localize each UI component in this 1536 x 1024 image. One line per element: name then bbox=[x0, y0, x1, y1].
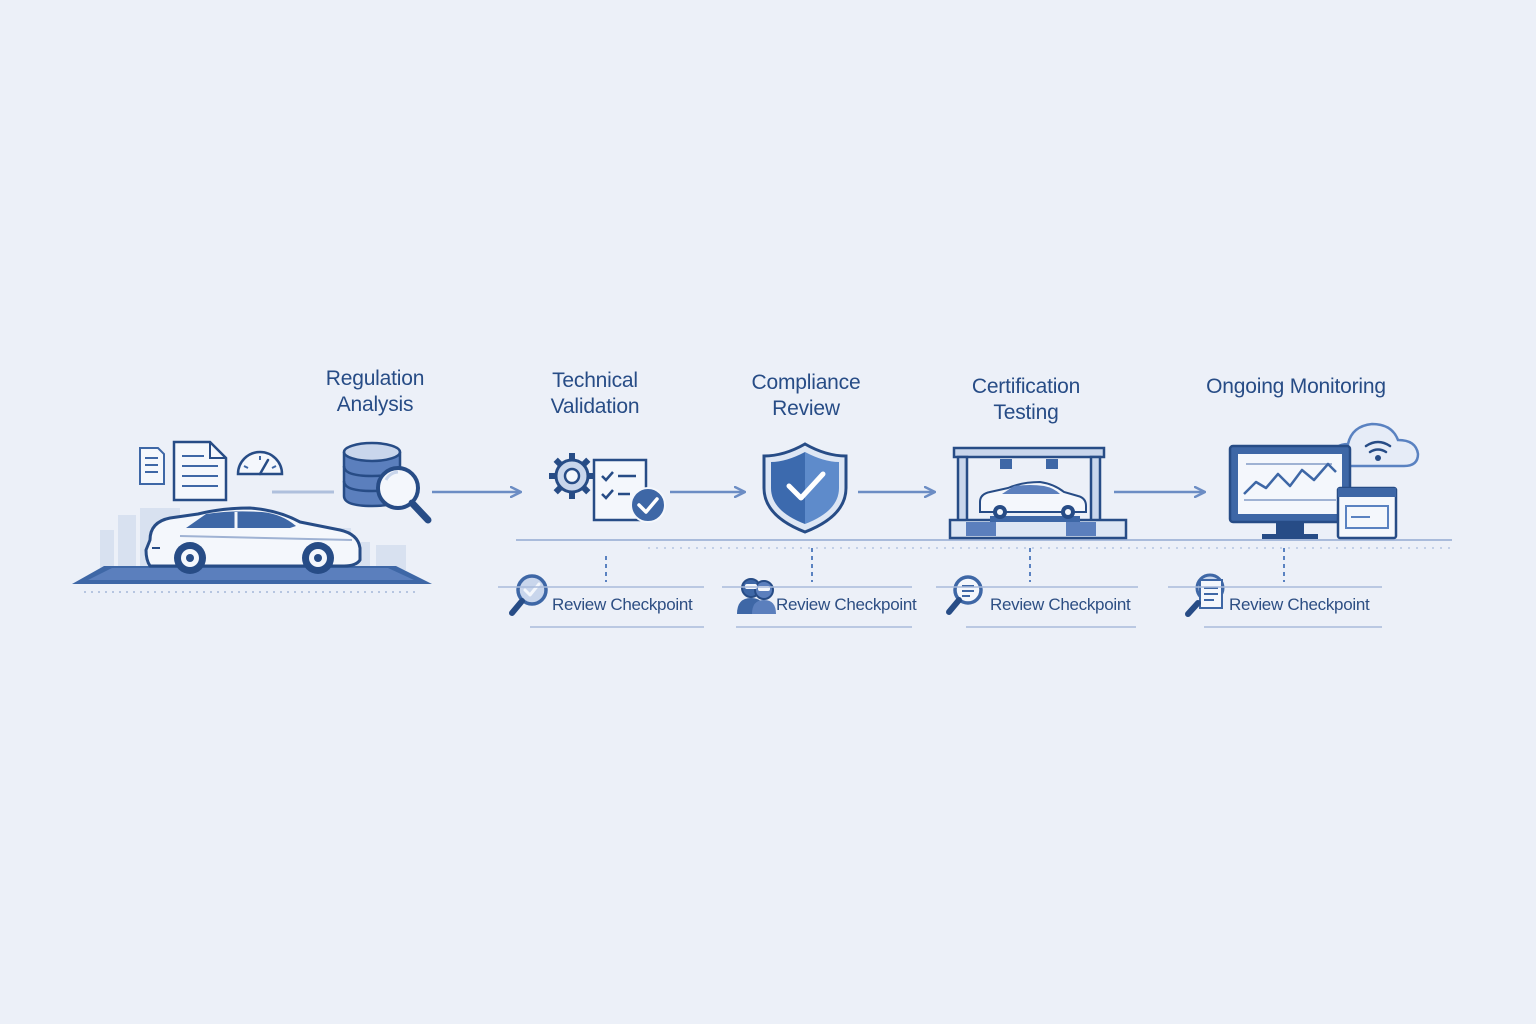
stage-title-line: Regulation bbox=[325, 367, 425, 390]
test-rig-car-icon bbox=[948, 446, 1128, 540]
car-icon bbox=[144, 506, 362, 574]
document-icon bbox=[139, 447, 165, 485]
checkpoint-label: Review Checkpoint bbox=[552, 595, 693, 614]
stage-title-line: Testing bbox=[993, 401, 1059, 424]
checkpoint-rules bbox=[498, 586, 1382, 628]
shield-check-icon bbox=[762, 442, 848, 534]
document-icon bbox=[172, 440, 228, 502]
stage-title-ongoing-monitoring: Ongoing Monitoring bbox=[1192, 374, 1400, 400]
monitor-cloud-icon bbox=[1228, 422, 1420, 540]
start-scene bbox=[72, 440, 432, 593]
review-checkpoint[interactable]: Review Checkpoint bbox=[936, 582, 1138, 634]
checkpoint-label: Review Checkpoint bbox=[990, 595, 1131, 614]
stage-title-certification-testing: Certification Testing bbox=[956, 374, 1096, 426]
checkpoint-label: Review Checkpoint bbox=[1229, 595, 1370, 614]
stage-title-line: Certification bbox=[971, 375, 1081, 398]
stage-title-line: Review bbox=[772, 397, 840, 420]
gear-checklist-icon bbox=[549, 453, 666, 523]
stage-title-line: Technical bbox=[552, 369, 638, 392]
timeline bbox=[516, 539, 1452, 582]
review-checkpoint[interactable]: Review Checkpoint bbox=[1168, 582, 1382, 634]
reviewers-icon bbox=[737, 578, 776, 614]
stage-title-line: Ongoing Monitoring bbox=[1206, 375, 1386, 398]
review-checkpoint[interactable]: Review Checkpoint bbox=[498, 582, 708, 634]
magnifier-document-icon bbox=[946, 575, 983, 615]
stage-title-line: Validation bbox=[550, 395, 640, 418]
stage-title-line: Analysis bbox=[336, 393, 414, 416]
stage-title-line: Compliance bbox=[751, 371, 861, 394]
car-platform bbox=[72, 566, 432, 593]
stage-title-regulation-analysis: Regulation Analysis bbox=[314, 366, 436, 418]
database-search-icon bbox=[342, 441, 432, 524]
speedometer-icon bbox=[236, 450, 284, 476]
stage-title-compliance-review: Compliance Review bbox=[740, 370, 872, 422]
review-checkpoint[interactable]: Review Checkpoint bbox=[722, 582, 917, 634]
stage-title-technical-validation: Technical Validation bbox=[534, 368, 656, 420]
checkpoint-label: Review Checkpoint bbox=[776, 595, 917, 614]
